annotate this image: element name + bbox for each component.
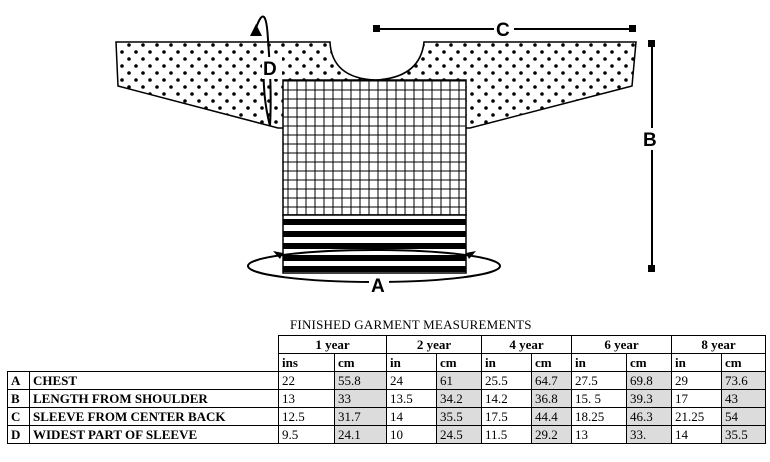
value-cm: 35.5 bbox=[721, 425, 766, 444]
value-cm: 64.7 bbox=[531, 371, 572, 390]
sweater-body-stripes bbox=[282, 214, 467, 274]
value-in: 17 bbox=[671, 389, 722, 408]
value-in: 11.5 bbox=[481, 425, 532, 444]
row-code: B bbox=[7, 389, 30, 408]
value-in: 18.25 bbox=[571, 407, 627, 426]
value-cm: 55.8 bbox=[334, 371, 387, 390]
unit-header-in: in bbox=[571, 353, 627, 372]
table-row: B LENGTH FROM SHOULDER 13 33 13.5 34.2 1… bbox=[7, 389, 766, 408]
table-title: FINISHED GARMENT MEASUREMENTS bbox=[290, 317, 532, 332]
table-row: C SLEEVE FROM CENTER BACK 12.5 31.7 14 3… bbox=[7, 407, 766, 426]
value-in: 21.25 bbox=[671, 407, 722, 426]
value-cm: 29.2 bbox=[531, 425, 572, 444]
row-code: D bbox=[7, 425, 30, 444]
measurements-table: 1 year 2 year 4 year 6 year 8 year ins c… bbox=[7, 335, 766, 444]
dimension-c-label: C bbox=[496, 20, 510, 41]
value-in: 12.5 bbox=[278, 407, 335, 426]
value-cm: 34.2 bbox=[436, 389, 482, 408]
table-row: D WIDEST PART OF SLEEVE 9.5 24.1 10 24.5… bbox=[7, 425, 766, 444]
age-group-header: 2 year bbox=[386, 335, 482, 354]
value-in: 22 bbox=[278, 371, 335, 390]
unit-header-row: ins cm in cm in cm in cm in cm bbox=[8, 353, 766, 372]
value-cm: 73.6 bbox=[721, 371, 766, 390]
unit-header-in: in bbox=[671, 353, 722, 372]
value-cm: 54 bbox=[721, 407, 766, 426]
unit-header-in: in bbox=[386, 353, 437, 372]
value-cm: 46.3 bbox=[626, 407, 672, 426]
unit-header-cm: cm bbox=[721, 353, 766, 372]
value-cm: 61 bbox=[436, 371, 482, 390]
value-cm: 36.8 bbox=[531, 389, 572, 408]
value-in: 27.5 bbox=[571, 371, 627, 390]
value-in: 14.2 bbox=[481, 389, 532, 408]
unit-header-in: ins bbox=[278, 353, 335, 372]
value-in: 13 bbox=[571, 425, 627, 444]
sweater-body-grid bbox=[282, 79, 467, 216]
dimension-d-label: D bbox=[263, 59, 277, 80]
row-code: A bbox=[7, 371, 30, 390]
value-in: 13 bbox=[278, 389, 335, 408]
value-cm: 33. bbox=[626, 425, 672, 444]
age-group-header: 4 year bbox=[481, 335, 572, 354]
unit-header-cm: cm bbox=[531, 353, 572, 372]
unit-header-cm: cm bbox=[436, 353, 482, 372]
value-in: 14 bbox=[671, 425, 722, 444]
value-in: 25.5 bbox=[481, 371, 532, 390]
row-label: CHEST bbox=[29, 371, 279, 390]
unit-header-in: in bbox=[481, 353, 532, 372]
row-label: SLEEVE FROM CENTER BACK bbox=[29, 407, 279, 426]
value-in: 10 bbox=[386, 425, 437, 444]
garment-diagram: C B A D bbox=[115, 15, 663, 297]
unit-header-cm: cm bbox=[626, 353, 672, 372]
row-label: LENGTH FROM SHOULDER bbox=[29, 389, 279, 408]
dimension-b: B bbox=[641, 40, 663, 272]
value-in: 14 bbox=[386, 407, 437, 426]
value-cm: 33 bbox=[334, 389, 387, 408]
value-in: 9.5 bbox=[278, 425, 335, 444]
unit-header-cm: cm bbox=[334, 353, 387, 372]
value-cm: 24.5 bbox=[436, 425, 482, 444]
age-group-header: 6 year bbox=[571, 335, 672, 354]
dimension-a: A bbox=[247, 249, 501, 297]
dimension-d: D bbox=[250, 15, 282, 127]
row-code: C bbox=[7, 407, 30, 426]
dimension-c: C bbox=[373, 19, 636, 41]
row-label: WIDEST PART OF SLEEVE bbox=[29, 425, 279, 444]
age-group-header: 1 year bbox=[278, 335, 387, 354]
dimension-a-label: A bbox=[371, 276, 385, 297]
value-cm: 43 bbox=[721, 389, 766, 408]
dimension-b-label: B bbox=[643, 130, 657, 151]
value-cm: 31.7 bbox=[334, 407, 387, 426]
age-header-row: 1 year 2 year 4 year 6 year 8 year bbox=[8, 335, 766, 354]
age-group-header: 8 year bbox=[671, 335, 766, 354]
value-cm: 39.3 bbox=[626, 389, 672, 408]
value-in: 13.5 bbox=[386, 389, 437, 408]
value-cm: 24.1 bbox=[334, 425, 387, 444]
value-in: 17.5 bbox=[481, 407, 532, 426]
table-row: A CHEST 22 55.8 24 61 25.5 64.7 27.5 69.… bbox=[7, 371, 766, 390]
value-cm: 35.5 bbox=[436, 407, 482, 426]
value-cm: 69.8 bbox=[626, 371, 672, 390]
value-cm: 44.4 bbox=[531, 407, 572, 426]
value-in: 29 bbox=[671, 371, 722, 390]
value-in: 24 bbox=[386, 371, 437, 390]
value-in: 15. 5 bbox=[571, 389, 627, 408]
